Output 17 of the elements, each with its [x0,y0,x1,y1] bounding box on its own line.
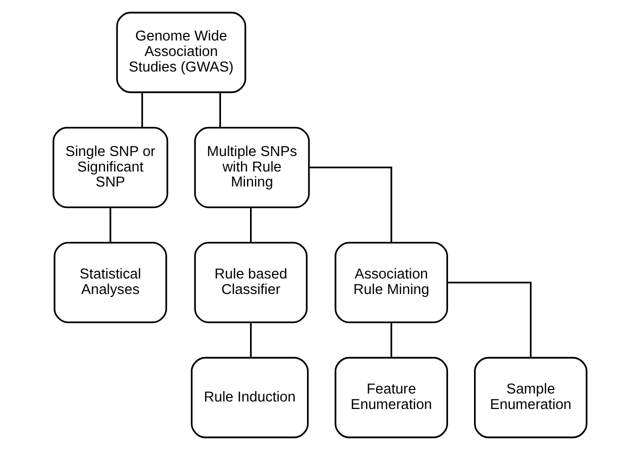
node-box: Feature Enumeration [334,356,448,438]
connector [446,282,532,358]
connector [308,166,392,243]
connector [218,92,220,128]
connector [109,207,111,243]
node-box: Statistical Analyses [53,242,167,324]
node-box: Rule Induction [190,356,308,438]
node-box: Association Rule Mining [334,242,448,324]
node-box: Rule based Classifier [194,242,308,324]
node-box: Genome Wide Association Studies (GWAS) [116,12,246,94]
node-box: Sample Enumeration [474,356,587,438]
connector [140,92,143,128]
connector [250,322,252,358]
node-box: Multiple SNPs with Rule Mining [194,126,310,208]
connector [390,322,392,358]
connector [250,207,252,243]
node-box: Single SNP or Significant SNP [52,126,168,208]
